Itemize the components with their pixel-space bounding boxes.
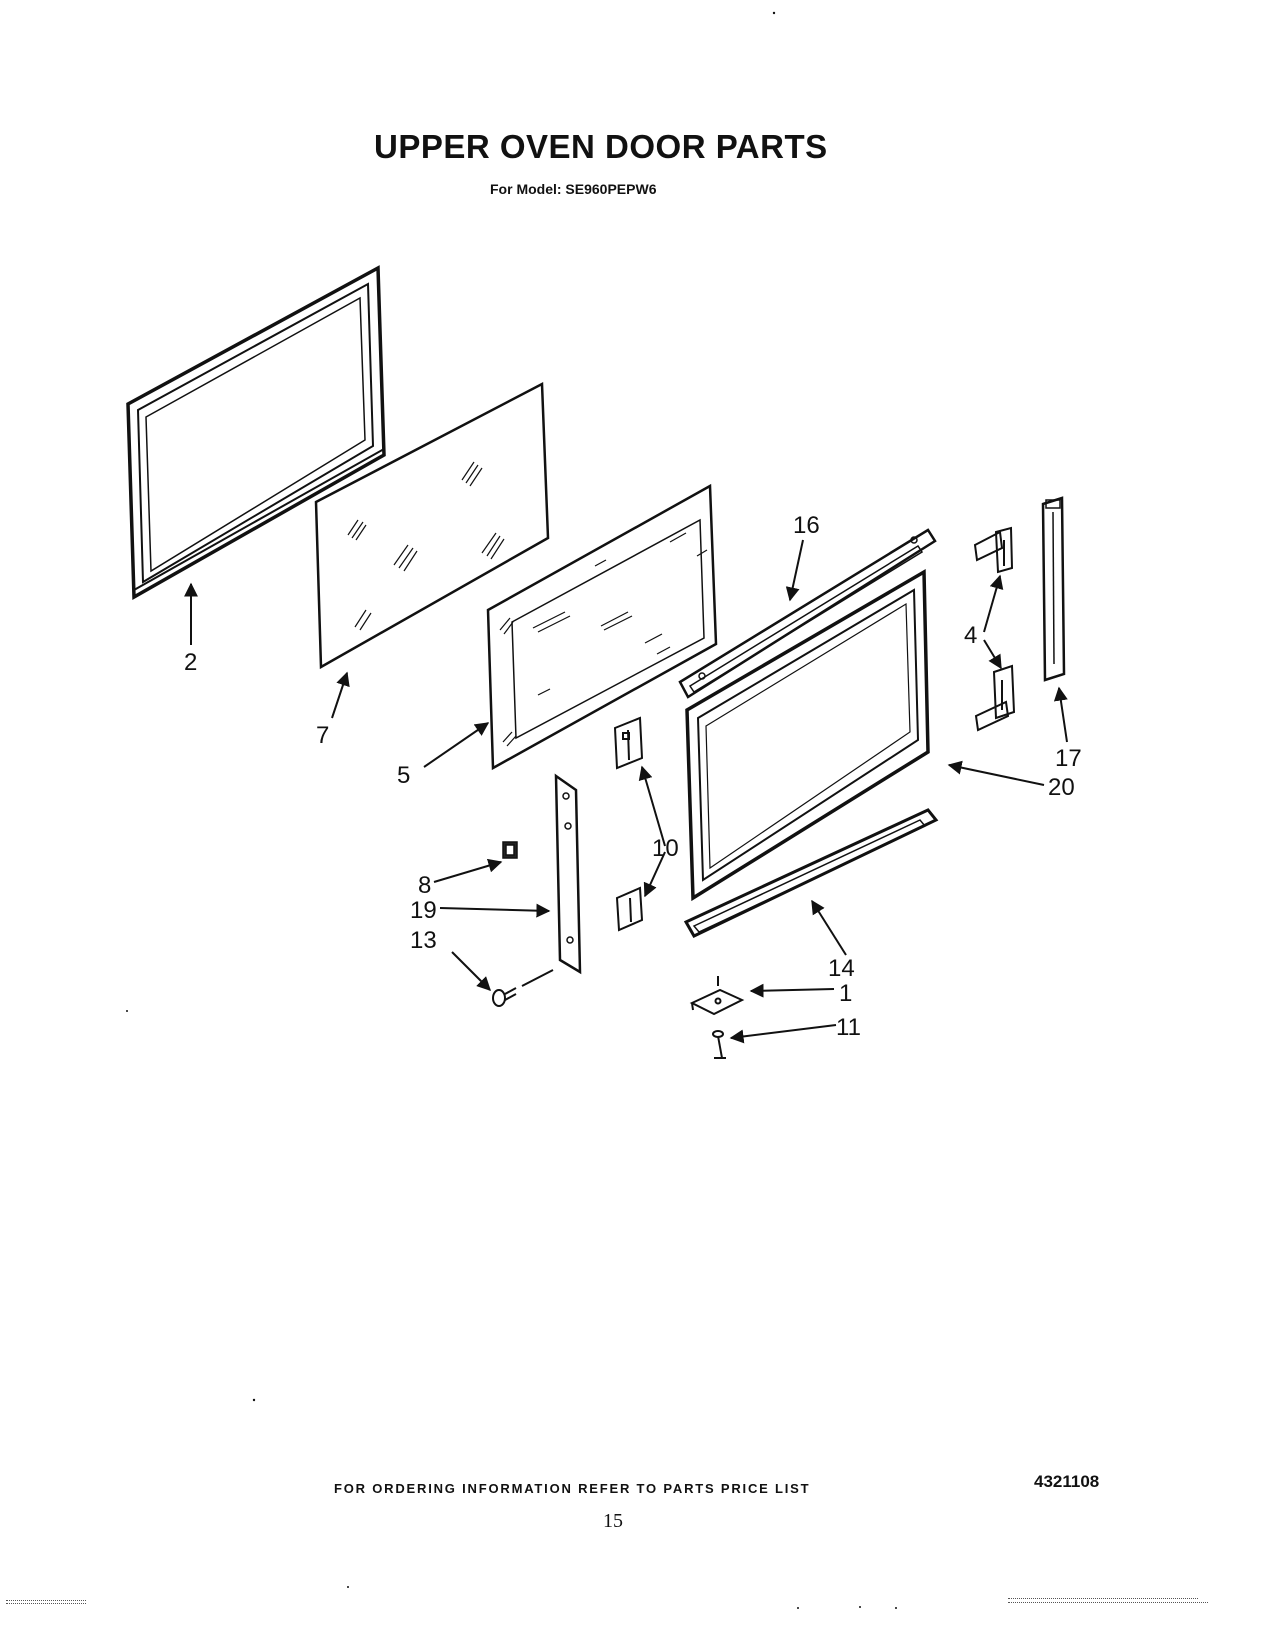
part-7-glass-panel bbox=[314, 381, 550, 670]
part-1-bottom-plate bbox=[689, 976, 745, 1016]
callout-10: 10 bbox=[652, 835, 679, 862]
page-title: UPPER OVEN DOOR PARTS bbox=[374, 128, 828, 165]
part-13-screw bbox=[492, 987, 517, 1007]
callout-17: 17 bbox=[1055, 745, 1082, 772]
callout-8: 8 bbox=[418, 872, 431, 899]
callout-20: 20 bbox=[1048, 774, 1075, 801]
ordering-note: FOR ORDERING INFORMATION REFER TO PARTS … bbox=[334, 1481, 811, 1496]
part-4-hinge-brackets bbox=[973, 526, 1016, 732]
fine-print-left bbox=[6, 1600, 86, 1604]
page-number: 15 bbox=[603, 1510, 623, 1532]
model-subtitle: For Model: SE960PEPW6 bbox=[490, 181, 657, 197]
part-8-clip bbox=[502, 841, 518, 859]
callout-2: 2 bbox=[184, 649, 197, 676]
part-10-door-stops bbox=[613, 716, 644, 932]
leader-lines bbox=[184, 539, 1068, 1044]
callout-13: 13 bbox=[410, 927, 437, 954]
part-5-inner-glass bbox=[486, 483, 718, 771]
part-11-screw bbox=[712, 1030, 726, 1059]
callout-4: 4 bbox=[964, 622, 977, 649]
callout-11: 11 bbox=[836, 1014, 861, 1041]
fine-print-right bbox=[1008, 1598, 1208, 1603]
scan-specks bbox=[126, 11, 897, 1609]
part-19-side-support bbox=[554, 773, 582, 975]
part-17-vertical-rail bbox=[1041, 496, 1066, 682]
part-20-inner-liner bbox=[685, 568, 930, 902]
part-16-top-channel bbox=[678, 528, 937, 699]
part-2-door-frame bbox=[126, 265, 386, 600]
callout-1: 1 bbox=[839, 980, 852, 1007]
callout-5: 5 bbox=[397, 762, 410, 789]
callout-19: 19 bbox=[410, 897, 437, 924]
callout-16: 16 bbox=[793, 512, 820, 539]
callout-14: 14 bbox=[828, 955, 855, 982]
document-number: 4321108 bbox=[1034, 1472, 1100, 1491]
part-14-bottom-channel bbox=[683, 808, 939, 938]
callout-7: 7 bbox=[316, 722, 329, 749]
